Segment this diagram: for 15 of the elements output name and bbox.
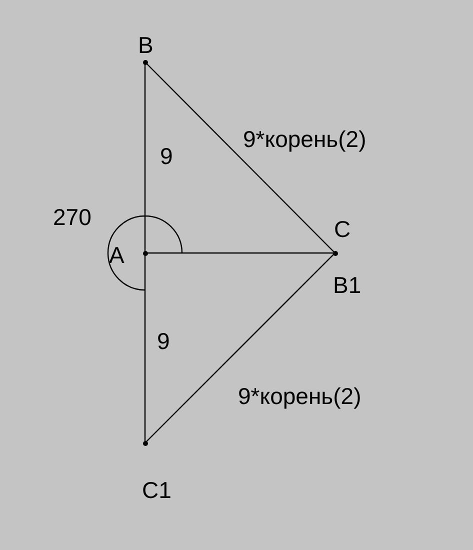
point-label: A: [109, 244, 124, 267]
length-label: 9*корень(2): [238, 385, 362, 408]
point-label: B1: [333, 274, 362, 297]
line-segment: [145, 252, 335, 254]
line-segment: [144, 252, 336, 444]
line-segment: [144, 62, 146, 253]
length-label: 9: [157, 330, 170, 353]
point-label: C: [334, 218, 351, 241]
length-label: 9: [160, 145, 173, 168]
line-segment: [144, 253, 146, 443]
line-segment: [144, 62, 336, 254]
length-label: 9*корень(2): [243, 128, 366, 151]
angle-label: 270: [53, 206, 92, 229]
point-label: B: [138, 34, 154, 57]
point-label: C1: [142, 479, 172, 502]
